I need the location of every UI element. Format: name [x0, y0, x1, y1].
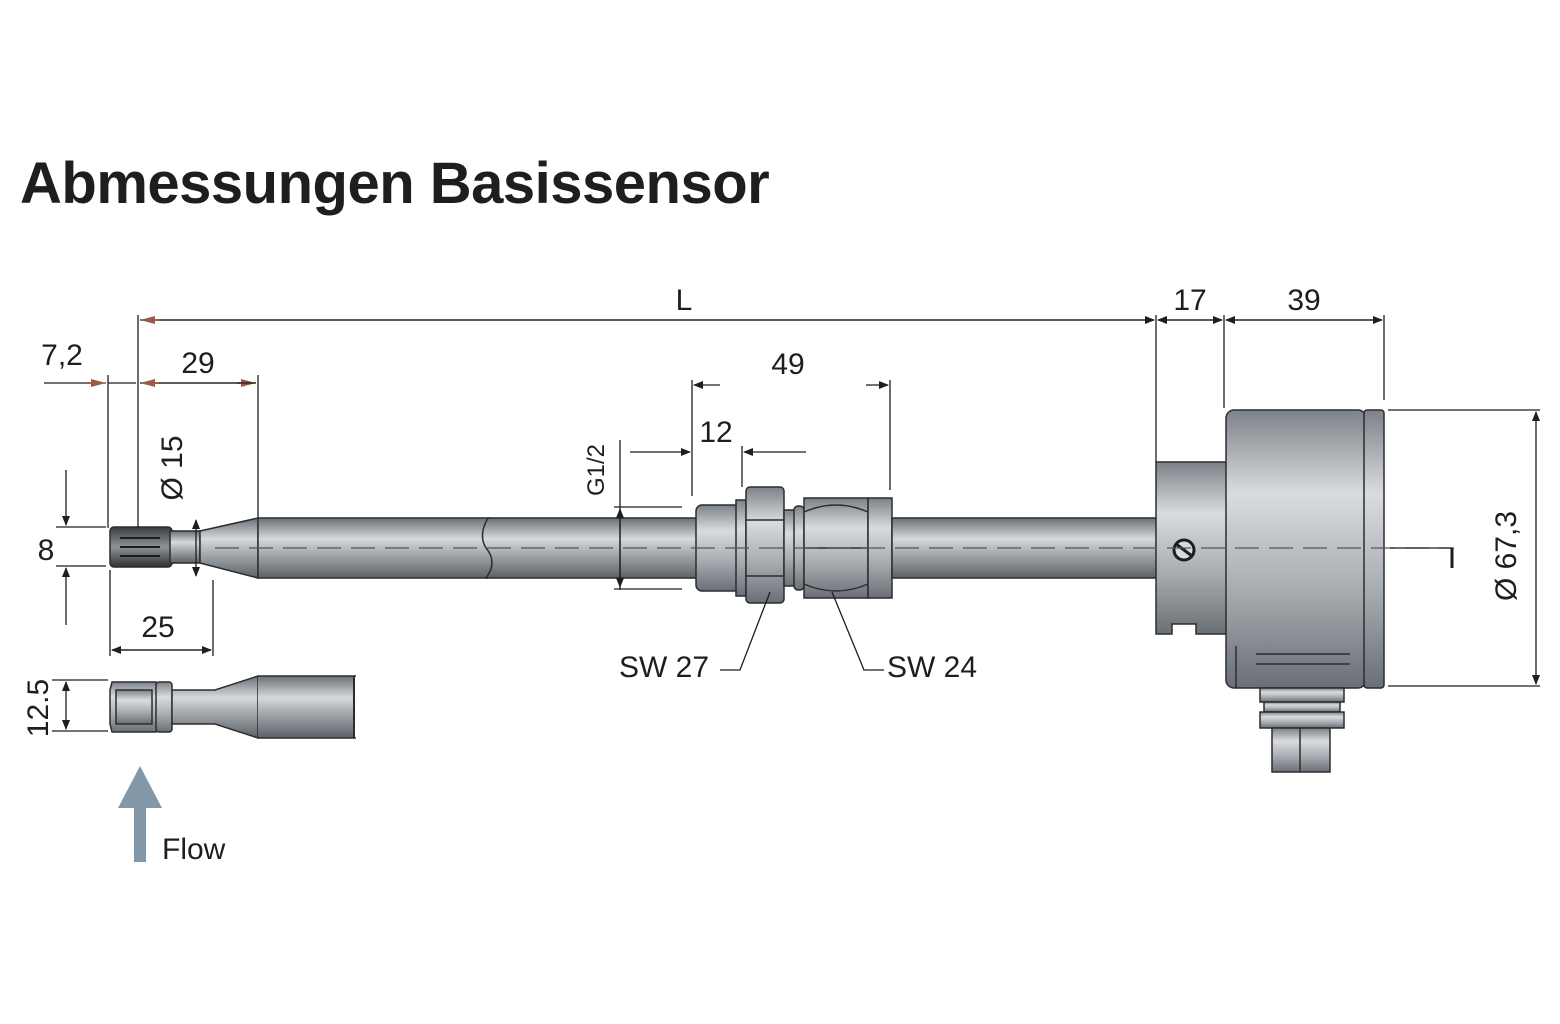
dim-dia67-3: Ø 67,3 [1490, 511, 1523, 601]
flow-label: Flow [162, 833, 226, 866]
housing [1225, 409, 1367, 689]
cable-gland [1259, 687, 1345, 703]
dim-L: L [676, 284, 693, 317]
dim-29: 29 [181, 347, 214, 380]
dim-39: 39 [1287, 284, 1320, 317]
dim-12-5: 12.5 [22, 679, 55, 737]
callout-sw24: SW 24 [887, 651, 977, 684]
tip-side-view [109, 674, 356, 740]
dim-12: 12 [699, 416, 732, 449]
dim-25: 25 [141, 611, 174, 644]
dim-7-2: 7,2 [41, 339, 83, 372]
sensor-body [109, 409, 1385, 773]
dim-49: 49 [771, 348, 804, 381]
page-title: Abmessungen Basissensor [20, 151, 770, 216]
dim-dia15: Ø 15 [156, 435, 189, 500]
flow-arrow-icon [118, 766, 162, 862]
dim-thread: G1/2 [583, 444, 610, 496]
dimension-lines [44, 315, 1540, 732]
callout-sw27: SW 27 [619, 651, 709, 684]
dim-8: 8 [38, 534, 55, 567]
nut-sw27 [745, 486, 785, 604]
dim-17: 17 [1173, 284, 1206, 317]
